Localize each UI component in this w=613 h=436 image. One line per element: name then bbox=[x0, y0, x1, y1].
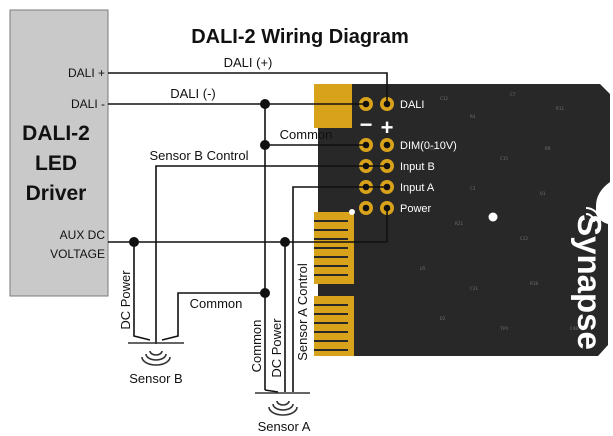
svg-text:R4: R4 bbox=[470, 114, 476, 120]
wire-dc-power-b bbox=[133, 242, 151, 341]
svg-text:U2: U2 bbox=[430, 146, 436, 152]
sensor-a-icon bbox=[255, 392, 310, 416]
wire-common-sensor-a bbox=[264, 389, 279, 393]
plus-symbol: + bbox=[381, 115, 394, 140]
pin-label-input-a: Input A bbox=[400, 182, 435, 194]
wires bbox=[108, 72, 388, 393]
label-dc-power-b: DC Power bbox=[118, 270, 133, 330]
synapse-logo: Synapse bbox=[571, 214, 608, 350]
pin-dim bbox=[380, 138, 394, 152]
wire-aux-power bbox=[108, 208, 388, 243]
label-dali-plus-wire: DALI (+) bbox=[224, 55, 273, 70]
svg-text:R11: R11 bbox=[556, 106, 564, 112]
svg-text:D2: D2 bbox=[440, 316, 446, 322]
svg-text:C22: C22 bbox=[520, 236, 528, 242]
terminal-dali-minus: DALI - bbox=[71, 97, 105, 111]
pin-label-power: Power bbox=[400, 203, 432, 215]
svg-text:C31: C31 bbox=[470, 286, 478, 292]
terminal-dali-plus: DALI + bbox=[68, 66, 105, 80]
sensor-b-icon bbox=[128, 342, 184, 366]
terminal-aux-voltage: VOLTAGE bbox=[50, 247, 105, 261]
minus-symbol: − bbox=[360, 112, 373, 137]
board-body bbox=[318, 84, 610, 356]
svg-text:R21: R21 bbox=[455, 221, 463, 227]
sensor-a-label: Sensor A bbox=[258, 419, 311, 434]
led-driver-box bbox=[9, 9, 109, 297]
svg-text:R18: R18 bbox=[530, 281, 538, 287]
label-common-vertical: Common bbox=[249, 320, 264, 373]
wire-sensor-a-control bbox=[292, 186, 387, 392]
svg-text:C40: C40 bbox=[570, 326, 578, 332]
pin-label-dali: DALI bbox=[400, 99, 424, 111]
svg-text:C3: C3 bbox=[470, 186, 476, 192]
label-dc-power-a: DC Power bbox=[269, 318, 284, 378]
wire-common-bottom bbox=[161, 292, 265, 341]
driver-name-line-3: Driver bbox=[26, 182, 87, 205]
wire-sensor-b-control bbox=[155, 165, 387, 344]
board-pad-top bbox=[314, 84, 352, 128]
label-common-top: Common bbox=[280, 127, 333, 142]
label-sensor-a-control: Sensor A Control bbox=[295, 263, 310, 361]
pin-label-input-b: Input B bbox=[400, 161, 435, 173]
svg-text:C15: C15 bbox=[500, 156, 508, 162]
sensor-b-label: Sensor B bbox=[129, 371, 182, 386]
terminal-aux-dc: AUX DC bbox=[60, 228, 106, 242]
pin-label-dim: DIM(0-10V) bbox=[400, 140, 457, 152]
svg-text:U5: U5 bbox=[420, 266, 426, 272]
wire-dali-plus bbox=[108, 72, 388, 104]
wireless-icon bbox=[585, 207, 601, 223]
label-dali-minus-wire: DALI (-) bbox=[170, 86, 216, 101]
board-mount-dot bbox=[488, 212, 498, 222]
svg-text:C12: C12 bbox=[440, 96, 448, 102]
label-common-bottom: Common bbox=[190, 296, 243, 311]
svg-text:Q1: Q1 bbox=[540, 191, 546, 197]
edge-connector-2 bbox=[314, 296, 354, 356]
driver-name-line-2: LED bbox=[35, 152, 77, 175]
board-small-dot bbox=[349, 209, 355, 215]
diagram-title: DALI-2 Wiring Diagram bbox=[191, 26, 409, 48]
pin-ground bbox=[359, 201, 373, 215]
edge-connector-1 bbox=[314, 212, 354, 284]
svg-text:TP4: TP4 bbox=[500, 326, 508, 332]
driver-name-line-1: DALI-2 bbox=[22, 122, 90, 145]
junction-dots bbox=[129, 99, 290, 298]
svg-text:C7: C7 bbox=[510, 92, 516, 98]
label-sensor-b-control: Sensor B Control bbox=[150, 148, 249, 163]
svg-text:R9: R9 bbox=[545, 146, 551, 152]
